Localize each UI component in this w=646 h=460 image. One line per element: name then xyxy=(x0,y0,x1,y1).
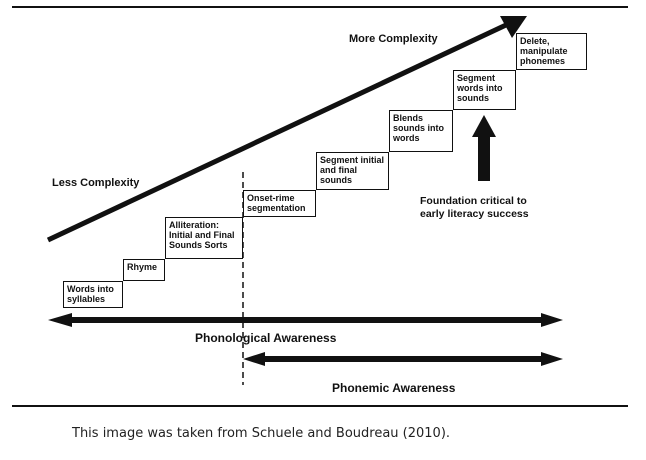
step-label: Rhyme xyxy=(127,262,158,272)
phonemic-awareness-label: Phonemic Awareness xyxy=(332,381,456,395)
complexity-arrowhead xyxy=(500,16,527,38)
step-label: Alliteration: Initial and Final Sounds S… xyxy=(169,220,235,250)
step-segment-initial-final: Segment initial and final sounds xyxy=(316,152,389,190)
step-label: Words into syllables xyxy=(67,284,114,304)
step-segment-words: Segment words into sounds xyxy=(453,70,516,110)
complexity-arrow-shaft xyxy=(46,22,508,243)
step-blends-sounds: Blends sounds into words xyxy=(389,110,453,152)
phonological-awareness-label: Phonological Awareness xyxy=(195,331,337,345)
step-label: Onset-rime segmentation xyxy=(247,193,306,213)
step-alliteration: Alliteration: Initial and Final Sounds S… xyxy=(165,217,243,259)
phonemic-arrow-right xyxy=(541,352,563,366)
foundation-arrow-shaft xyxy=(478,133,490,181)
phonemic-arrow-left xyxy=(243,352,265,366)
step-words-into-syllables: Words into syllables xyxy=(63,281,123,308)
more-complexity-label: More Complexity xyxy=(349,33,438,45)
step-delete-manipulate: Delete, manipulate phonemes xyxy=(516,33,587,70)
step-rhyme: Rhyme xyxy=(123,259,165,281)
foundation-arrowhead xyxy=(472,115,496,137)
step-label: Blends sounds into words xyxy=(393,113,444,143)
step-label: Delete, manipulate phonemes xyxy=(520,36,568,66)
image-caption: This image was taken from Schuele and Bo… xyxy=(72,426,451,441)
less-complexity-label: Less Complexity xyxy=(52,177,140,189)
step-label: Segment words into sounds xyxy=(457,73,503,103)
phonological-arrow-left xyxy=(48,313,72,327)
phonological-arrow-right xyxy=(541,313,563,327)
step-label: Segment initial and final sounds xyxy=(320,155,385,185)
foundation-note: Foundation critical to early literacy su… xyxy=(420,195,529,220)
step-onset-rime: Onset-rime segmentation xyxy=(243,190,316,217)
